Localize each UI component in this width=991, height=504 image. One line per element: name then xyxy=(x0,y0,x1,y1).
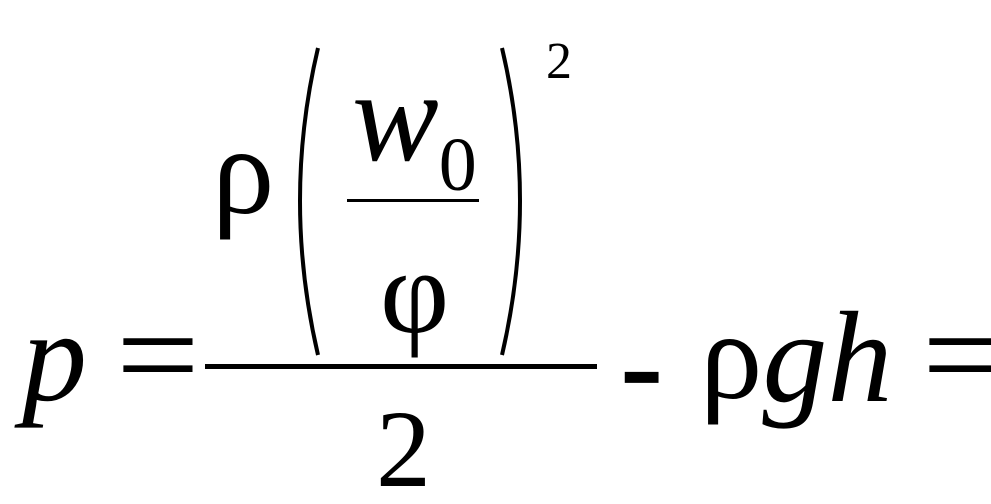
right-paren-icon xyxy=(500,47,522,356)
rho: ρ xyxy=(700,288,763,426)
inner-denominator-phi: φ xyxy=(380,225,450,358)
equals-sign: = xyxy=(116,281,200,430)
subscript-zero: 0 xyxy=(438,123,477,207)
equals-sign-2: = xyxy=(922,288,991,423)
main-fraction-bar xyxy=(205,364,597,369)
symbol-h: h xyxy=(827,286,893,430)
inner-numerator-w: w xyxy=(352,45,439,189)
symbol-p: p xyxy=(22,285,87,429)
inner-numerator: w 0 xyxy=(352,52,477,203)
denominator-two: 2 xyxy=(376,388,431,504)
left-paren-icon xyxy=(298,47,320,356)
rho-g-h: ρ g h xyxy=(700,293,892,423)
numerator-rho: ρ xyxy=(212,103,275,241)
minus-sign: - xyxy=(620,293,664,437)
exponent-two: 2 xyxy=(546,33,572,90)
inner-fraction-bar xyxy=(347,199,479,202)
symbol-g: g xyxy=(762,286,828,430)
